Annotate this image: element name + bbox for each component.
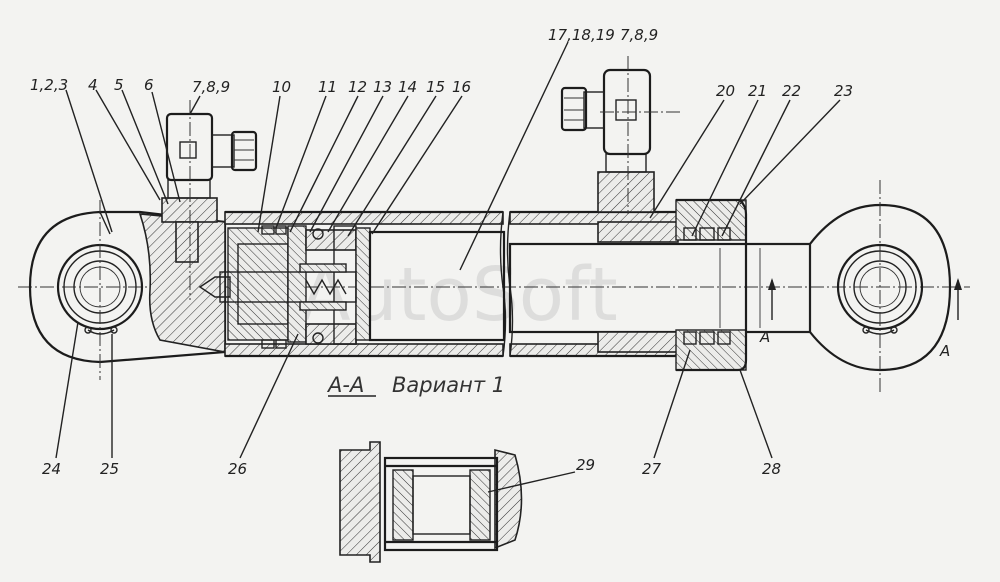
callout-20: 20 [716, 82, 735, 100]
callout-25: 25 [100, 460, 119, 478]
callout-29: 29 [576, 456, 595, 474]
callout-21: 21 [748, 82, 767, 100]
callout-15: 15 [426, 78, 445, 96]
rear-port-fitting [161, 100, 258, 300]
front-port-fitting [560, 56, 680, 214]
callout-16: 16 [452, 78, 471, 96]
front-eye-mount [809, 180, 952, 395]
section-arrows: A A [759, 278, 962, 360]
callout-10: 10 [272, 78, 291, 96]
callout-11: 11 [318, 78, 337, 96]
piston-assembly [198, 225, 506, 349]
callout-26: 26 [228, 460, 247, 478]
front-gland-head [597, 198, 748, 372]
callout-22: 22 [782, 82, 801, 100]
section-caption: A-A Вариант 1 [326, 373, 505, 397]
callout-14: 14 [398, 78, 417, 96]
callout-12: 12 [348, 78, 367, 96]
callout-5: 5 [114, 76, 124, 94]
leader-lines [55, 41, 841, 493]
callout-27: 27 [642, 460, 662, 478]
callout-13: 13 [373, 78, 392, 96]
callout-7-8-9-left: 7,8,9 [192, 78, 230, 96]
callout-1-2-3: 1,2,3 [30, 76, 68, 94]
section-label-a-right: A [939, 342, 950, 360]
callout-4: 4 [88, 76, 98, 94]
callout-28: 28 [762, 460, 781, 478]
section-variant: Вариант 1 [392, 373, 505, 397]
callout-numbers: 1,2,3 4 5 6 7,8,9 10 11 12 13 14 15 16 1… [30, 26, 853, 478]
section-label-a-left: A [759, 328, 770, 346]
callout-17-18-19: 17,18,19 [548, 26, 615, 44]
rear-eye-mount [28, 200, 227, 380]
section-detail [339, 441, 523, 563]
callout-7-8-9-right: 7,8,9 [620, 26, 658, 44]
callout-23: 23 [834, 82, 853, 100]
callout-24: 24 [42, 460, 61, 478]
callout-6: 6 [144, 76, 154, 94]
section-title: A-A [326, 373, 364, 397]
